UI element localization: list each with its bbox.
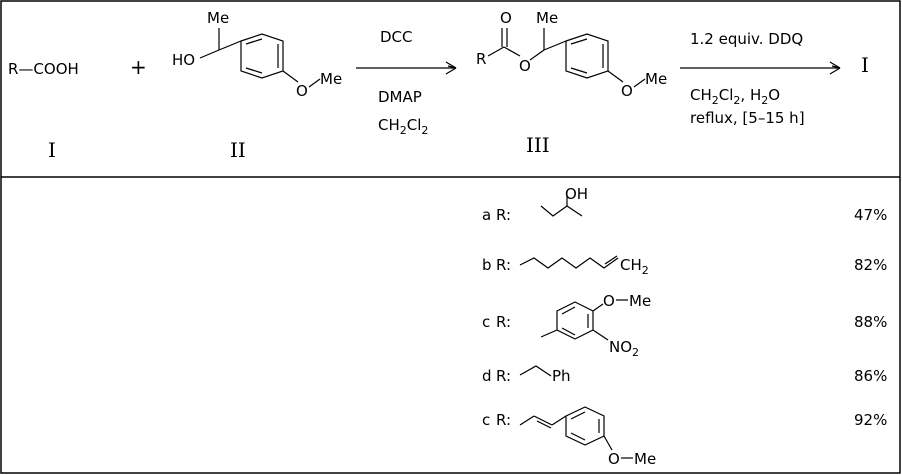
step2-solvent: CH2Cl2, H2O — [690, 86, 780, 107]
plus-sign: + — [130, 55, 147, 79]
step2-product-label: I — [861, 53, 869, 77]
benzene-ring — [565, 406, 605, 446]
compound-II-methyl: Me — [207, 9, 229, 27]
step2-reagent-above-0: 1.2 equiv. DDQ — [690, 30, 803, 48]
example-c-nitro-group: NO2 — [609, 338, 639, 359]
example-r-label: R: — [496, 256, 511, 274]
bond — [245, 67, 263, 74]
example-a: a R: OH 47% — [482, 185, 887, 224]
example-c-methoxy-me: Me — [629, 292, 651, 310]
example-yield: 86% — [854, 367, 887, 385]
step1-reagent-above-0: DCC — [380, 28, 413, 46]
compound-I-label: I — [48, 138, 56, 162]
example-yield: 88% — [854, 313, 887, 331]
example-letter: b — [482, 256, 492, 274]
example-c-methoxy-o: O — [603, 292, 615, 310]
step1-reagent-below-0: DMAP — [378, 88, 422, 106]
example-r-label: R: — [496, 206, 511, 224]
example-yield: 92% — [854, 411, 887, 429]
compound-III-carbonyl-o: O — [500, 9, 512, 27]
bond — [282, 70, 299, 83]
example-r-label: R: — [496, 367, 511, 385]
example-letter: a — [482, 206, 491, 224]
example-d-phenyl: Ph — [552, 367, 571, 385]
benzene-ring — [240, 33, 284, 79]
example-b: b R: CH2 82% — [482, 255, 887, 277]
compound-I-formula: R—COOH — [8, 60, 79, 78]
step2-reagent-below-1: reflux, [5–15 h] — [690, 109, 805, 127]
compound-I-structure: R—COOH — [8, 60, 79, 78]
compound-III-structure: O R O Me O Me — [476, 9, 667, 100]
example-r-label: R: — [496, 313, 511, 331]
example-d: d R: Ph 86% — [482, 365, 887, 385]
compound-III-ester-o: O — [519, 57, 531, 75]
example-c2-methoxy-o: O — [608, 450, 620, 468]
example-letter: d — [482, 367, 492, 385]
reaction-arrow-2 — [680, 61, 841, 75]
bond — [199, 49, 220, 59]
example-yield: 47% — [854, 206, 887, 224]
compound-II-hydroxyl: HO — [172, 51, 195, 69]
compound-II-label: II — [230, 138, 246, 162]
compound-II-methoxy-me: Me — [320, 70, 342, 88]
example-b-methylene: CH2 — [620, 256, 649, 277]
bond — [308, 78, 321, 88]
compound-III-r: R — [476, 50, 486, 68]
example-c2-methoxy-me: Me — [634, 450, 656, 468]
step1-solvent: CH2Cl2 — [378, 116, 428, 137]
example-a-hydroxyl: OH — [565, 185, 588, 203]
compound-III-methoxy-o: O — [621, 82, 633, 100]
compound-III-methoxy-me: Me — [645, 70, 667, 88]
example-letter: c — [482, 313, 490, 331]
example-letter: c — [482, 411, 490, 429]
example-r-label: R: — [496, 411, 511, 429]
bond — [245, 38, 263, 45]
compound-II-structure: Me HO O Me — [172, 9, 342, 100]
benzene-ring — [565, 33, 609, 79]
example-c-nitro: c R: O Me NO2 88% — [482, 292, 887, 359]
example-yield: 82% — [854, 256, 887, 274]
reaction-arrow-1 — [356, 61, 457, 75]
bond — [218, 40, 242, 51]
compound-III-methyl: Me — [536, 9, 558, 27]
compound-II-methoxy-o: O — [296, 82, 308, 100]
example-c-styryl: c R: O Me 92% — [482, 406, 887, 468]
compound-III-label: III — [526, 133, 550, 157]
